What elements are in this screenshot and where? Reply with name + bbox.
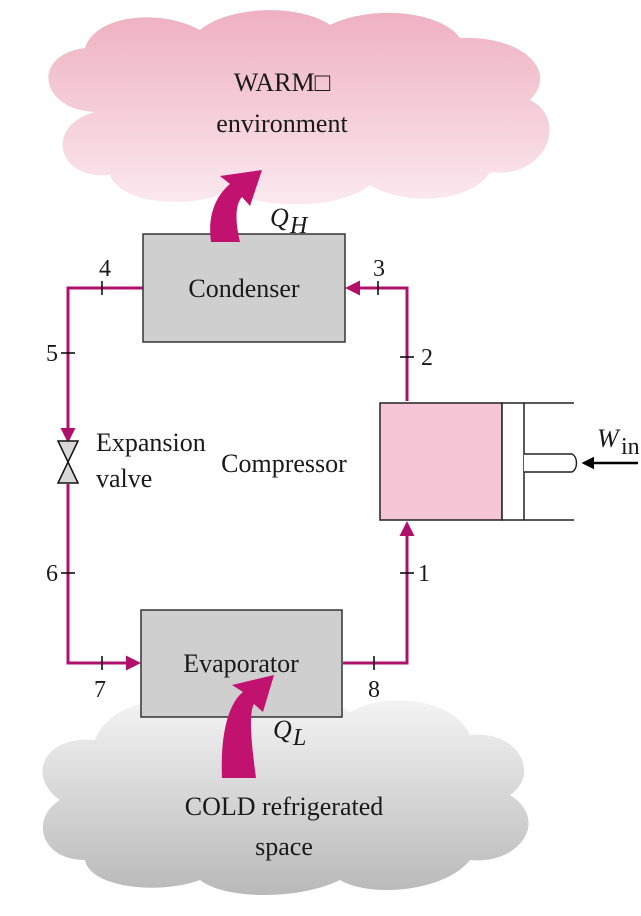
state-ticks [61, 281, 414, 670]
compressor-piston-rod [524, 453, 578, 473]
pipe-valve-to-evaporator [66, 484, 141, 671]
cold-refrigerated-space-cloud: COLD refrigerated space [42, 694, 529, 895]
work-input: W in [581, 424, 640, 470]
pipe-compressor-to-condenser [345, 280, 409, 401]
pipe-evaporator-to-compressor [343, 521, 415, 665]
heat-out-symbol: Q [270, 203, 289, 232]
state-label-2: 2 [421, 345, 433, 371]
compressor-cylinder-chamber [379, 402, 503, 521]
expansion-valve-label-line2: valve [96, 464, 152, 493]
heat-absorption-arrow: Q L [221, 675, 306, 778]
state-label-1: 1 [418, 561, 430, 587]
expansion-valve: Expansion valve [56, 428, 206, 493]
warm-cloud-label-line1: WARM□ [234, 68, 331, 97]
expansion-valve-label-line1: Expansion [96, 428, 206, 457]
compressor: Compressor [221, 402, 578, 521]
work-in-symbol: W [597, 424, 621, 453]
refrigerant-piping [60, 280, 415, 671]
cold-cloud-label-line2: space [255, 832, 313, 861]
compressor-piston [501, 402, 525, 521]
heat-in-symbol: Q [273, 715, 292, 744]
state-label-7: 7 [94, 677, 106, 703]
evaporator: Evaporator [140, 609, 343, 718]
heat-rejection-arrow: Q H [210, 170, 309, 242]
condenser: Condenser [142, 233, 346, 343]
heat-out-subscript: H [289, 213, 309, 239]
compressor-label: Compressor [221, 449, 347, 478]
state-label-5: 5 [46, 341, 58, 367]
evaporator-label: Evaporator [183, 649, 299, 678]
state-label-8: 8 [368, 677, 380, 703]
warm-environment-cloud: WARM□ environment [48, 10, 550, 205]
state-label-3: 3 [373, 256, 385, 282]
state-label-6: 6 [46, 561, 58, 587]
heat-in-subscript: L [292, 725, 306, 751]
work-in-subscript: in [621, 434, 640, 460]
pipe-condenser-to-valve [60, 286, 143, 443]
warm-cloud-label-line2: environment [216, 109, 348, 138]
cold-cloud-label-line1: COLD refrigerated [185, 792, 384, 821]
condenser-label: Condenser [188, 274, 300, 303]
state-label-4: 4 [99, 256, 111, 282]
